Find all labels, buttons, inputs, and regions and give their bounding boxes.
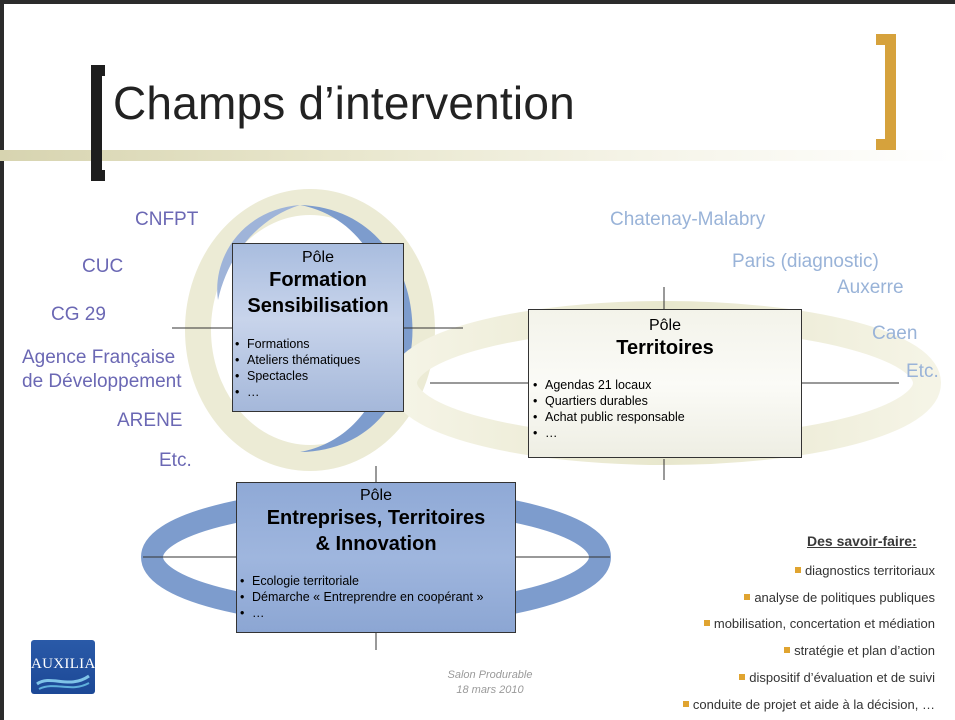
list-item: •Spectacles: [235, 369, 309, 383]
partner-afd-line2: de Développement: [22, 371, 182, 392]
list-item: •Formations: [235, 337, 310, 351]
bullet-square-icon: [739, 674, 746, 680]
skill-item: mobilisation, concertation et médiation: [703, 616, 935, 631]
slide-footer: Salon Produrable 18 mars 2010: [410, 668, 570, 698]
title-underline-band: [0, 150, 955, 161]
bullet-square-icon: [794, 567, 801, 573]
list-item: •…: [235, 385, 260, 399]
frame-top-border: [0, 0, 955, 4]
partner-paris: Paris (diagnostic): [732, 251, 879, 272]
partner-cnfpt: CNFPT: [135, 209, 199, 230]
logo-wave-icon: [36, 674, 90, 690]
list-item: •Achat public responsable: [533, 410, 685, 424]
partner-cg29: CG 29: [51, 304, 106, 325]
bullet-square-icon: [784, 647, 791, 653]
partner-cuc: CUC: [82, 256, 124, 277]
bullet-square-icon: [703, 620, 710, 626]
pole-formation-box: Pôle Formation Sensibilisation •Formatio…: [232, 243, 404, 412]
partner-afd-line1: Agence Française: [22, 347, 176, 368]
pole-entreprises-box: Pôle Entreprises, Territoires & Innovati…: [236, 482, 516, 633]
footer-event: Salon Produrable: [447, 669, 533, 681]
pole-entreprises-heading1: Entreprises, Territoires: [266, 507, 486, 529]
page-title: Champs d’intervention: [113, 77, 575, 129]
partner-arene: ARENE: [117, 410, 183, 431]
skill-item: analyse de politiques publiques: [744, 590, 935, 605]
pole-entreprises-kicker: Pôle: [359, 487, 393, 504]
pole-entreprises-heading2: & Innovation: [315, 533, 437, 555]
frame-left-border: [0, 0, 4, 720]
bullet-square-icon: [682, 701, 689, 707]
pole-formation-kicker: Pôle: [301, 249, 335, 266]
pole-territoires-heading: Territoires: [616, 337, 714, 359]
pole-territoires-list: •Agendas 21 locaux •Quartiers durables •…: [533, 377, 685, 441]
list-item: •Ecologie territoriale: [240, 574, 359, 588]
list-item: •Démarche « Entreprendre en coopérant »: [240, 590, 484, 604]
list-item: •…: [533, 426, 558, 440]
list-item: •Quartiers durables: [533, 394, 648, 408]
left-bracket-decoration: [91, 65, 105, 181]
list-item: •…: [240, 606, 265, 620]
footer-date: 18 mars 2010: [456, 684, 524, 696]
skill-item: stratégie et plan d’action: [784, 643, 935, 658]
partner-caen: Caen: [872, 323, 918, 344]
pole-formation-heading2: Sensibilisation: [247, 295, 389, 317]
partner-chatenay-malabry: Chatenay-Malabry: [610, 209, 766, 230]
logo-text: AUXILIA: [31, 656, 96, 672]
partner-auxerre: Auxerre: [837, 277, 904, 298]
right-bracket-decoration: [876, 34, 896, 150]
pole-entreprises-list: •Ecologie territoriale •Démarche « Entre…: [240, 573, 483, 621]
partner-etc-right: Etc.: [906, 361, 939, 382]
bullet-square-icon: [744, 594, 751, 600]
pole-formation-heading1: Formation: [269, 269, 367, 291]
skill-item: diagnostics territoriaux: [794, 563, 935, 578]
pole-formation-list: •Formations •Ateliers thématiques •Spect…: [235, 336, 360, 400]
formation-ring-beige: [185, 189, 435, 471]
skills-title: Des savoir-faire:: [807, 533, 917, 549]
pole-territoires-kicker: Pôle: [648, 317, 682, 334]
list-item: •Agendas 21 locaux: [533, 378, 652, 392]
skill-item: dispositif d’évaluation et de suivi: [739, 670, 935, 685]
list-item: •Ateliers thématiques: [235, 353, 361, 367]
auxilia-logo: AUXILIA: [31, 640, 95, 694]
pole-territoires-box: Pôle Territoires •Agendas 21 locaux •Qua…: [528, 309, 802, 458]
partner-etc-left: Etc.: [159, 450, 192, 471]
skill-item: conduite de projet et aide à la décision…: [682, 697, 935, 712]
